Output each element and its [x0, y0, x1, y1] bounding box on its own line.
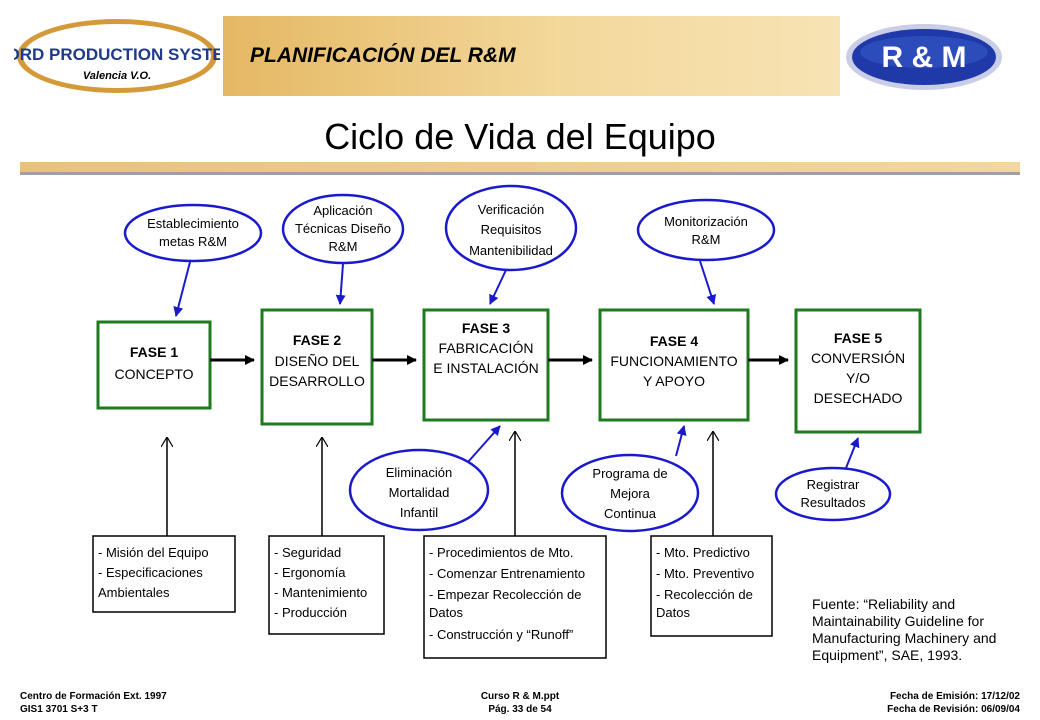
footer-center-line: Curso R & M.ppt [480, 691, 560, 702]
phase-2-line: DISEÑO DEL [275, 353, 360, 369]
arrow-top-ellipse-2 [335, 263, 346, 305]
ford-logo-subtext: Valencia V.O. [83, 70, 151, 82]
input-box-1: - Misión del Equipo - Especificaciones A… [92, 535, 236, 613]
ford-production-system-logo: FORD PRODUCTION SYSTEM Valencia V.O. [14, 19, 220, 93]
arrow-top-ellipse-4 [699, 260, 716, 305]
input-box-4: - Mto. Predictivo - Mto. Preventivo - Re… [650, 535, 773, 637]
footer-left-line: GIS1 3701 S+3 T [20, 704, 98, 715]
source-note: Fuente: “Reliability and Maintainability… [812, 596, 997, 663]
bottom-ellipse-1-line: Infantil [400, 505, 438, 520]
title-rule [20, 162, 1020, 175]
phase-3-title: FASE 3 [462, 320, 510, 336]
top-ellipse-3: Verificación Requisitos Mantenibilidad [444, 184, 578, 272]
phase-3-line: E INSTALACIÓN [433, 360, 539, 376]
input-box-4-line: - Mto. Preventivo [656, 566, 754, 581]
arrow-bottom-ellipse-3 [845, 437, 860, 469]
top-ellipse-arrows [173, 260, 716, 317]
phase-box-2: FASE 2 DISEÑO DEL DESARROLLO [260, 308, 374, 426]
input-box-2-line: - Producción [274, 605, 347, 620]
header-band [223, 16, 840, 96]
bottom-ellipse-1: Eliminación Mortalidad Infantil [348, 448, 490, 532]
input-box-3: - Procedimientos de Mto. - Comenzar Entr… [423, 535, 607, 659]
arrow-top-ellipse-1 [173, 261, 191, 317]
bottom-ellipse-1-line: Eliminación [386, 465, 452, 480]
footer-right-line: Fecha de Revisión: 06/09/04 [887, 704, 1020, 715]
top-ellipse-4: Monitorización R&M [636, 198, 776, 262]
input-box-2: - Seguridad - Ergonomía - Mantenimiento … [268, 535, 385, 635]
bottom-ellipse-3: Registrar Resultados [774, 466, 892, 522]
phase-2-title: FASE 2 [293, 332, 341, 348]
input-box-3-line: - Procedimientos de Mto. [429, 545, 574, 560]
rm-logo: R & M [846, 24, 1002, 90]
phase-5-line: CONVERSIÓN [811, 350, 905, 366]
phase-5-title: FASE 5 [834, 330, 882, 346]
bottom-ellipse-2: Programa de Mejora Continua [560, 453, 700, 533]
phase-1-title: FASE 1 [130, 344, 178, 360]
phase-4-title: FASE 4 [650, 333, 698, 349]
input-box-3-line: - Comenzar Entrenamiento [429, 566, 585, 581]
footer-left: Centro de Formación Ext. 1997 GIS1 3701 … [20, 690, 167, 716]
header-title: PLANIFICACIÓN DEL R&M [250, 44, 516, 67]
main-title: Ciclo de Vida del Equipo [324, 116, 716, 157]
bottom-ellipse-1-line: Mortalidad [389, 485, 450, 500]
input-box-1-line: - Especificaciones [98, 565, 203, 580]
input-arrows [167, 432, 713, 536]
phase-4-line: Y APOYO [643, 373, 705, 389]
top-ellipse-2: Aplicación Técnicas Diseño R&M [281, 193, 405, 265]
input-box-2-line: - Mantenimiento [274, 585, 367, 600]
top-ellipse-2-line: Aplicación [313, 203, 372, 218]
input-box-1-line: Ambientales [98, 585, 170, 600]
input-box-3-line: - Construcción y “Runoff” [429, 627, 573, 642]
footer-left-line: Centro de Formación Ext. 1997 [20, 691, 167, 702]
input-box-4-line: - Mto. Predictivo [656, 545, 750, 560]
bottom-ellipse-3-line: Registrar [807, 477, 860, 492]
phase-3-line: FABRICACIÓN [439, 340, 534, 356]
rm-logo-text: R & M [882, 41, 967, 74]
input-box-2-line: - Ergonomía [274, 565, 346, 580]
bottom-ellipse-arrows [467, 425, 860, 469]
bottom-ellipse-2-line: Mejora [610, 486, 651, 501]
top-ellipse-3-line: Verificación [478, 202, 544, 217]
footer-right-line: Fecha de Emisión: 17/12/02 [889, 691, 1020, 702]
ford-logo-text: FORD PRODUCTION SYSTEM [14, 45, 220, 64]
phase-box-5: FASE 5 CONVERSIÓN Y/O DESECHADO [794, 308, 922, 434]
bottom-ellipse-3-line: Resultados [800, 495, 866, 510]
bottom-ellipse-2-line: Continua [604, 506, 657, 521]
input-box-2-line: - Seguridad [274, 545, 341, 560]
arrow-top-ellipse-3 [489, 269, 507, 305]
footer-center-line: Pág. 33 de 54 [488, 704, 552, 715]
arrow-bottom-ellipse-2 [675, 425, 687, 457]
top-ellipse-1-line: metas R&M [159, 234, 227, 249]
top-ellipse-4-line: R&M [692, 232, 721, 247]
input-box-4-line: - Recolección de [656, 587, 753, 602]
phase-5-line: DESECHADO [814, 390, 903, 406]
phase-box-4: FASE 4 FUNCIONAMIENTO Y APOYO [598, 308, 750, 422]
bottom-ellipse-2-line: Programa de [592, 466, 667, 481]
phase-1-line: CONCEPTO [114, 366, 193, 382]
phase-box-3: FASE 3 FABRICACIÓN E INSTALACIÓN [422, 308, 550, 422]
phase-box-1: FASE 1 CONCEPTO [96, 320, 212, 410]
top-ellipse-3-line: Requisitos [481, 222, 542, 237]
top-ellipse-1: Establecimiento metas R&M [123, 203, 263, 263]
top-ellipse-4-line: Monitorización [664, 214, 748, 229]
footer-center: Curso R & M.ppt Pág. 33 de 54 [440, 690, 600, 716]
footer-right: Fecha de Emisión: 17/12/02 Fecha de Revi… [820, 690, 1020, 716]
top-ellipse-1-line: Establecimiento [147, 216, 239, 231]
top-ellipse-2-line: R&M [329, 239, 358, 254]
phase-4-line: FUNCIONAMIENTO [610, 353, 737, 369]
input-box-3-line: - Empezar Recolección de [429, 587, 581, 602]
phase-2-line: DESARROLLO [269, 373, 365, 389]
top-ellipse-3-line: Mantenibilidad [469, 243, 553, 258]
input-box-1-line: - Misión del Equipo [98, 545, 209, 560]
arrow-bottom-ellipse-1 [467, 425, 501, 463]
phase-5-line: Y/O [846, 370, 870, 386]
input-box-3-line: Datos [429, 605, 463, 620]
input-box-4-line: Datos [656, 605, 690, 620]
top-ellipse-2-line: Técnicas Diseño [295, 221, 391, 236]
